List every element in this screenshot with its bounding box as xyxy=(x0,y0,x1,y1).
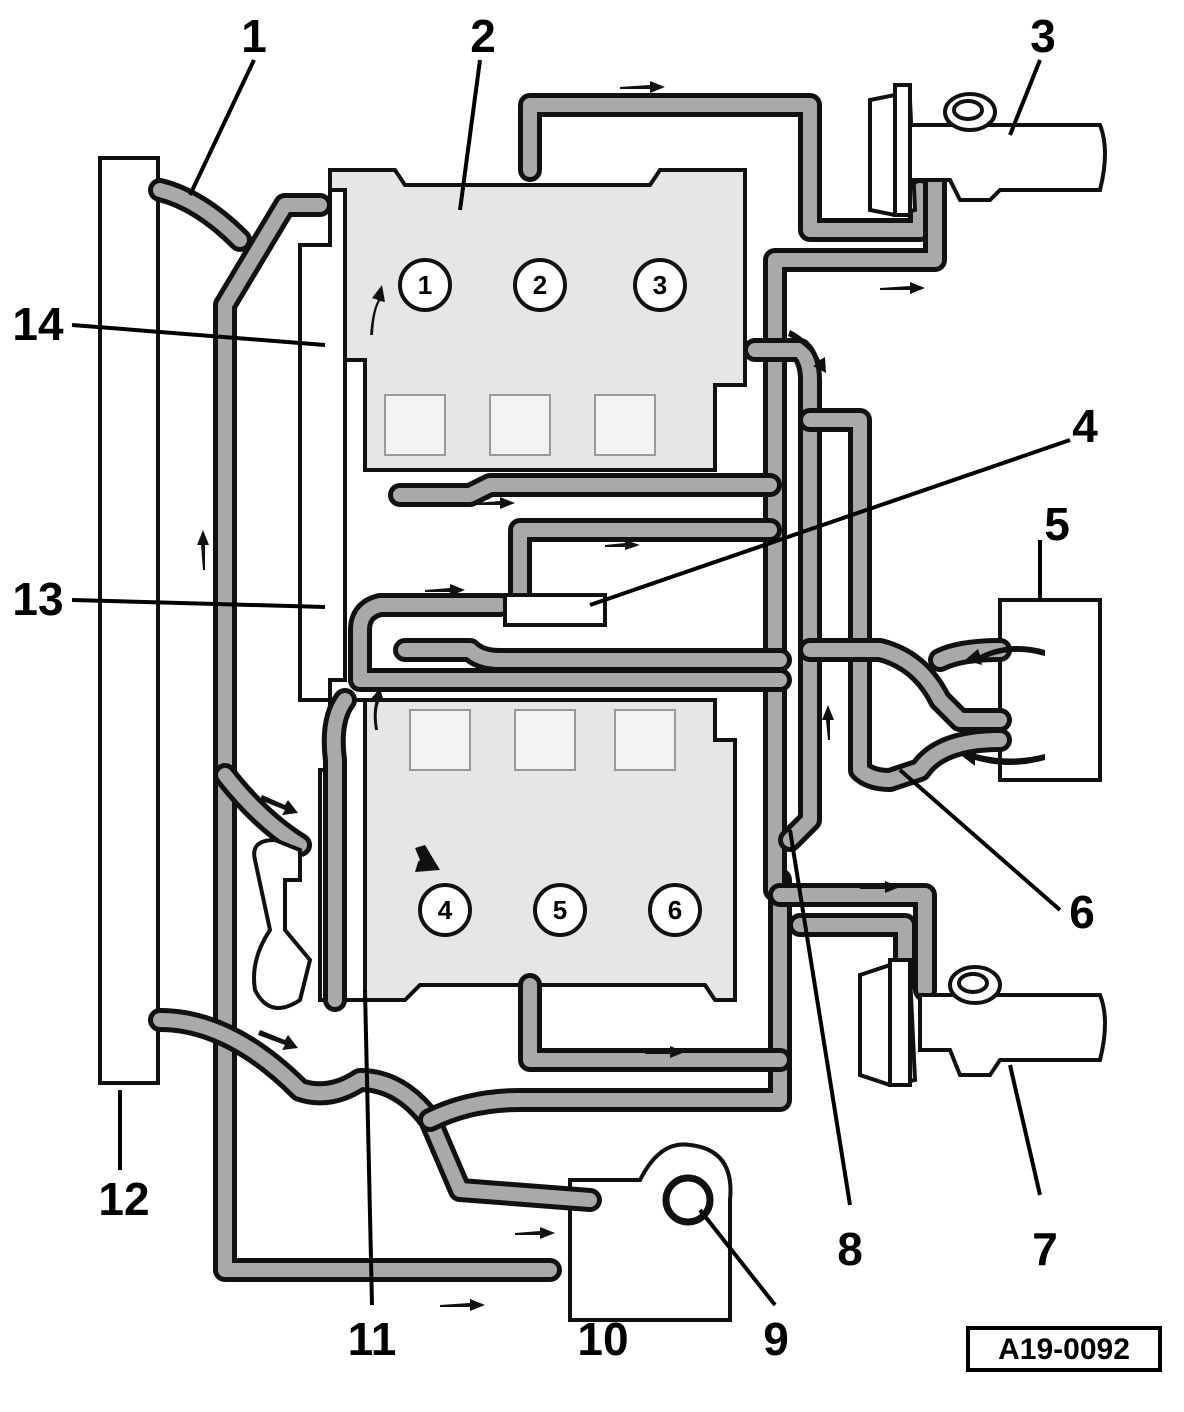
callout-11: 11 xyxy=(348,1313,397,1365)
callout-labels: 1 2 3 4 5 6 7 8 9 10 11 12 13 14 xyxy=(12,10,1098,1365)
expansion-tank xyxy=(568,1142,733,1322)
flow-arrows xyxy=(197,81,1045,1311)
radiator xyxy=(98,156,160,1085)
coolant-pump xyxy=(252,837,313,1010)
cylinder-markers: 1 2 3 4 5 6 xyxy=(398,258,702,937)
callout-9: 9 xyxy=(763,1313,789,1365)
callout-7: 7 xyxy=(1032,1223,1058,1275)
callout-5: 5 xyxy=(1044,498,1070,550)
cylinder-3-label: 3 xyxy=(653,270,667,300)
coolant-hoses xyxy=(148,93,1012,1282)
callout-13: 13 xyxy=(12,573,63,625)
cylinder-1-label: 1 xyxy=(418,270,432,300)
leader-lines xyxy=(71,59,1071,1307)
cylinder-5-label: 5 xyxy=(553,895,567,925)
cylinder-2-label: 2 xyxy=(533,270,547,300)
heater-core xyxy=(998,598,1102,782)
callout-12: 12 xyxy=(98,1173,149,1225)
cylinder-4-label: 4 xyxy=(438,895,453,925)
callout-3: 3 xyxy=(1030,10,1056,62)
turbocharger-lower xyxy=(858,958,1107,1088)
cylinder-6-label: 6 xyxy=(668,895,682,925)
callout-4: 4 xyxy=(1072,400,1098,452)
figure-reference-label: A19-0092 xyxy=(998,1333,1130,1366)
figure-reference: A19-0092 xyxy=(966,1326,1162,1372)
callout-2: 2 xyxy=(470,10,496,62)
turbocharger-upper xyxy=(868,83,1107,218)
callout-10: 10 xyxy=(577,1313,628,1365)
callout-8: 8 xyxy=(837,1223,863,1275)
cylinder-ports xyxy=(384,394,676,771)
callout-14: 14 xyxy=(12,298,64,350)
callout-1: 1 xyxy=(241,10,267,62)
callout-6: 6 xyxy=(1069,886,1095,938)
temperature-sensor xyxy=(503,593,607,627)
